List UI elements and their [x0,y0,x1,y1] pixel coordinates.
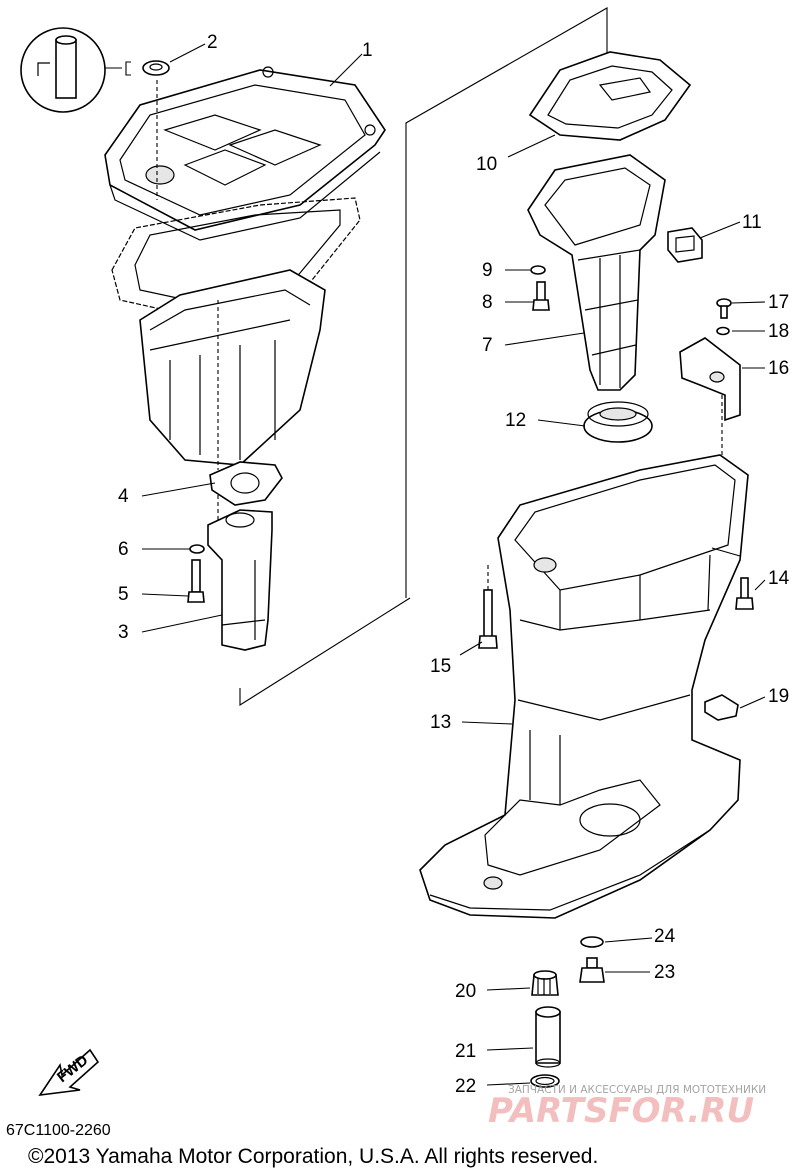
part-23-plug [579,957,605,983]
diagram-code: 67C1100-2260 [6,1122,111,1139]
assembly-frame-lines [239,7,608,706]
callout-16: 16 [768,358,789,379]
part-14-bolt [735,577,754,610]
callout-10: 10 [476,154,497,175]
part-21-sleeve [535,1006,561,1068]
callout-17: 17 [768,292,789,313]
callout-5: 5 [118,584,129,605]
part-17-screw [716,298,732,319]
callout-2: 2 [207,32,218,53]
part-6-washer [189,544,205,554]
callout-15: 15 [430,656,451,677]
watermark-logo: PARTSFOR.RU [488,1091,754,1131]
part-19-clip [704,694,739,721]
callout-1: 1 [362,40,373,61]
fwd-arrow-icon: FWD [38,1048,100,1097]
part-15-bolt [478,565,498,649]
watermark: ЗАПЧАСТИ И АКСЕССУАРЫ ДЛЯ МОТОТЕХНИКИ PA… [488,1084,766,1131]
part-13-lower-casing [419,454,749,919]
callout-labels: 1 2 3 4 5 6 7 8 9 10 11 12 13 14 15 16 1… [118,32,790,1097]
callout-21: 21 [455,1041,476,1062]
callout-23: 23 [654,962,675,983]
callout-3: 3 [118,622,129,643]
callout-13: 13 [430,712,451,733]
callout-9: 9 [482,260,493,281]
part-9-washer [530,265,546,275]
callout-12: 12 [505,410,526,431]
callout-20: 20 [455,981,476,1002]
callout-7: 7 [482,335,493,356]
part-16-bracket [679,337,741,422]
leader-lines [141,43,766,1086]
callout-14: 14 [768,568,790,589]
part-8-bolt [532,281,550,311]
callout-18: 18 [768,321,789,342]
part-20-bushing [531,970,559,996]
copyright-notice: ©2013 Yamaha Motor Corporation, U.S.A. A… [28,1145,598,1168]
callout-22: 22 [455,1076,476,1097]
part-24-washer [580,936,604,948]
part-11-rubber-mount [667,227,703,263]
part-18-washer [716,326,730,336]
callout-11: 11 [742,212,762,233]
part-2-washer [142,60,170,76]
part-22-circlip [530,1074,560,1088]
part-10-gasket [528,51,692,141]
callout-24: 24 [654,926,676,947]
part-7-upper-casing [527,154,666,391]
part-1-upper-casing [104,66,386,241]
watermark-tagline: ЗАПЧАСТИ И АКСЕССУАРЫ ДЛЯ МОТОТЕХНИКИ [508,1084,766,1096]
upper-gasket [111,197,361,321]
part-12-grommet [583,401,653,443]
callout-8: 8 [482,292,493,313]
callout-19: 19 [768,686,789,707]
part-4-gasket [209,461,283,506]
inner-pan [139,269,326,466]
part-5-bolt [187,559,205,603]
callout-4: 4 [118,486,129,507]
part-3-exhaust-pipe [207,509,273,651]
callout-6: 6 [118,539,129,560]
detail-inset [20,27,131,113]
